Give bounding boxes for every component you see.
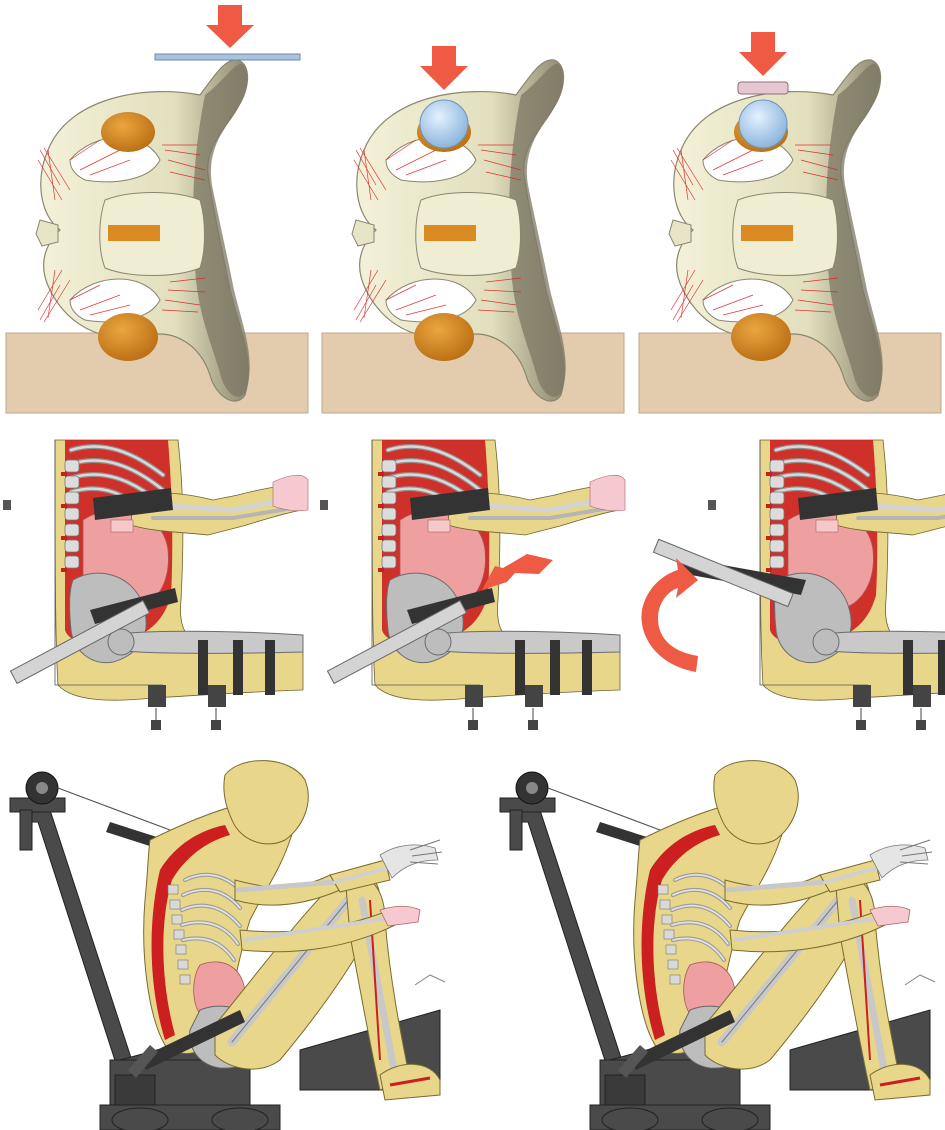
- sled-panel-left: [10, 761, 445, 1130]
- acetabulum-joint-lower: [414, 313, 474, 361]
- support-block: [322, 333, 624, 413]
- support-block: [6, 333, 308, 413]
- support-block: [639, 333, 941, 413]
- acetabulum-joint-lower: [98, 313, 158, 361]
- acetabulum-joint-lower: [731, 313, 791, 361]
- impactor-sphere: [739, 100, 787, 148]
- load-arrow-icon: [420, 46, 468, 90]
- load-arrow-icon: [739, 32, 787, 76]
- acetabulum-joint-upper: [101, 112, 155, 152]
- pelvis-panel-sphere-cap: [639, 32, 941, 413]
- belt-panel-rotate: [641, 440, 945, 730]
- belt-panel-baseline: [3, 440, 308, 730]
- pelvis-panel-sphere: [322, 46, 624, 413]
- impactor-cap: [738, 82, 788, 94]
- belt-panel-push: [320, 440, 625, 730]
- impactor-sphere: [420, 100, 468, 148]
- sled-panel-right: [500, 761, 935, 1130]
- pelvis-panel-plate: [6, 5, 308, 413]
- impactor-plate: [155, 54, 300, 60]
- rotate-arrow-icon: [641, 558, 698, 672]
- load-arrow-icon: [206, 5, 254, 48]
